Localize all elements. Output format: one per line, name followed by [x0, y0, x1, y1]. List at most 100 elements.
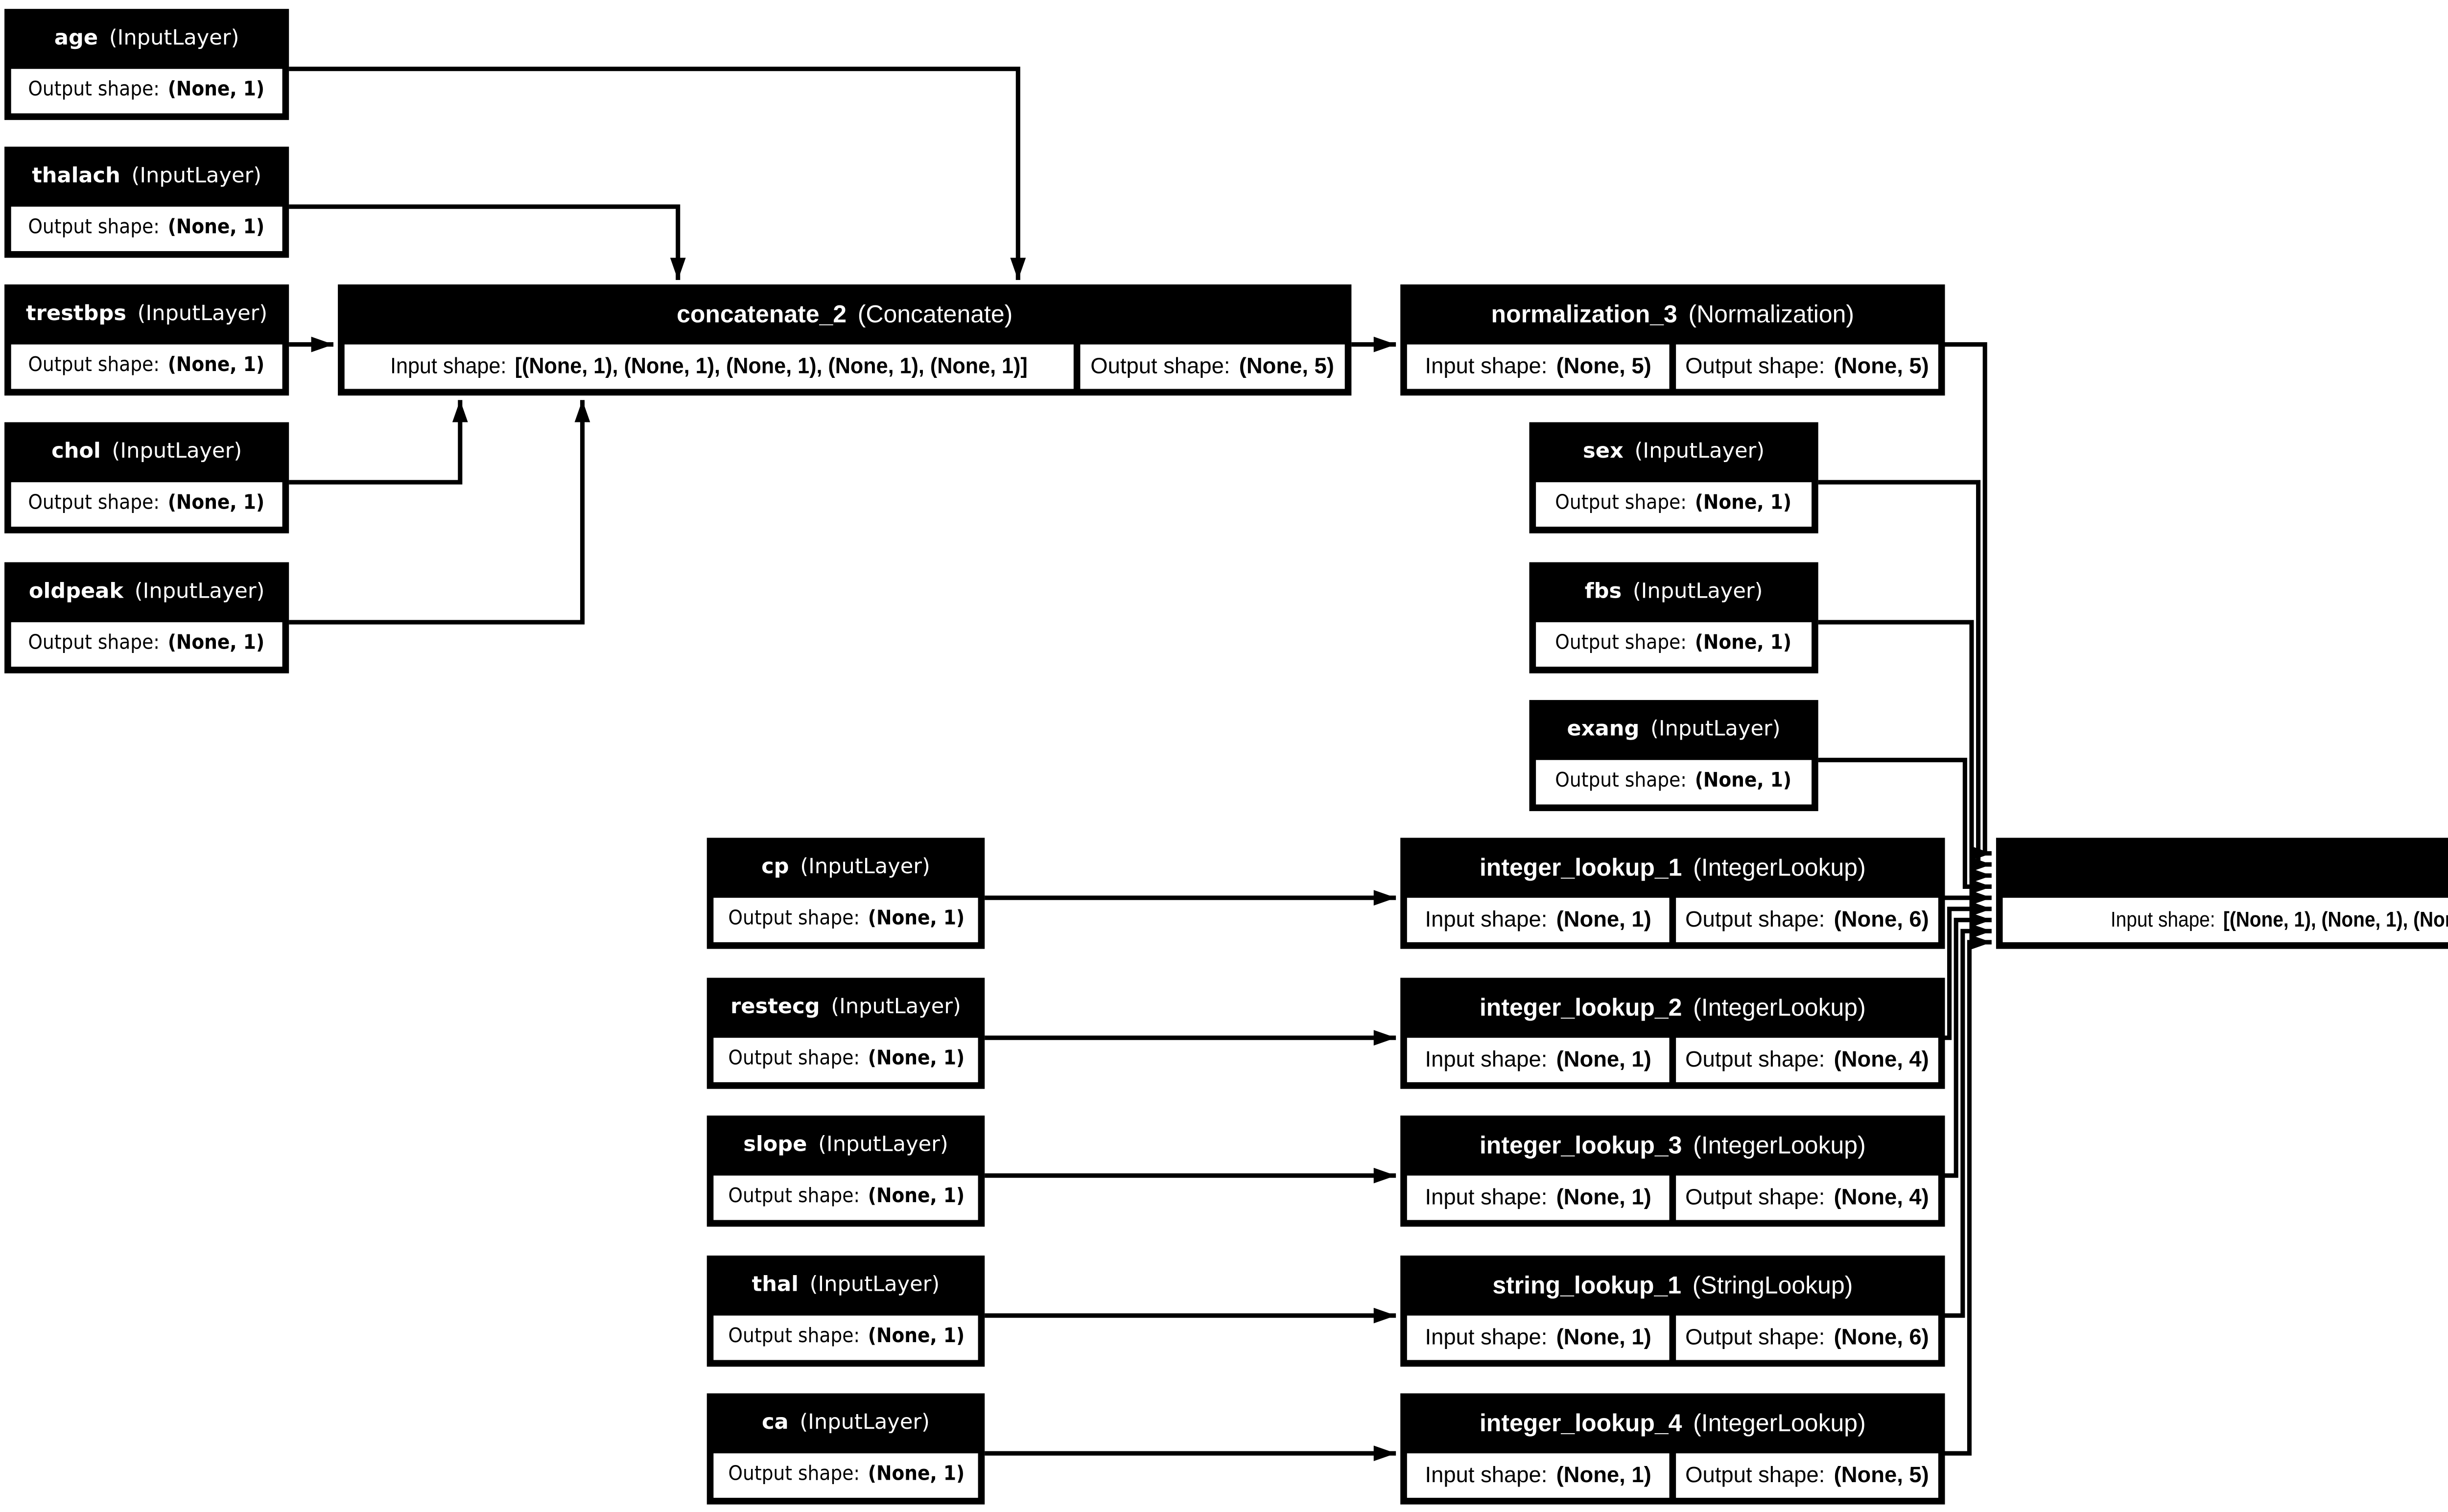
input-shape-label: Input shape:	[1425, 1186, 1548, 1210]
output-shape-value: (None, 1)	[1695, 633, 1792, 656]
layer-name: integer_lookup_3	[1479, 1132, 1682, 1159]
layer-type: (InputLayer)	[1634, 440, 1765, 465]
output-shape-label: Output shape:	[1555, 633, 1687, 656]
layer-type: (IntegerLookup)	[1693, 994, 1866, 1022]
node-trestbps: trestbps(InputLayer) Output shape:(None,…	[4, 284, 289, 396]
input-shape-value: [(None, 1), (None, 1), (None, 1), (None,…	[515, 354, 1028, 379]
node-title: fbs (InputLayer)	[1530, 562, 1818, 623]
layer-name: concatenate_2	[677, 301, 847, 328]
edge-chol-concatenate_2	[289, 400, 468, 485]
edge-normalization_3-concatenate_3	[1945, 342, 1992, 861]
output-shape-label: Output shape:	[727, 1326, 859, 1349]
layer-type: (IntegerLookup)	[1693, 1410, 1866, 1437]
output-shape-cell: Output shape:(None, 1)	[11, 69, 282, 114]
output-shape-cell: Output shape:(None, 1)	[713, 1315, 978, 1360]
edge-exang-concatenate_3	[1818, 758, 1992, 895]
output-shape-label: Output shape:	[727, 1186, 859, 1209]
output-shape-label: Output shape:	[727, 908, 859, 931]
output-shape-cell: Output shape:(None, 1)	[713, 1175, 978, 1220]
layer-type: (InputLayer)	[1632, 580, 1763, 605]
output-shape-value: (None, 1)	[168, 217, 265, 240]
layer-type: (InputLayer)	[134, 580, 265, 605]
output-shape-label: Output shape:	[28, 217, 160, 240]
output-shape-value: (None, 5)	[1834, 1463, 1929, 1488]
input-shape-value: (None, 1)	[1556, 1463, 1651, 1488]
output-shape-label: Output shape:	[1685, 354, 1825, 379]
node-title: oldpeak (InputLayer)	[4, 562, 289, 623]
node-title: integer_lookup_3 (IntegerLookup)	[1400, 1116, 1945, 1176]
output-shape-value: (None, 1)	[168, 80, 265, 102]
output-shape-label: Output shape:	[1685, 1463, 1825, 1488]
input-shape-value: (None, 1)	[1556, 1186, 1651, 1210]
edge-thalach-concatenate_2	[289, 204, 686, 280]
output-shape-value: (None, 1)	[168, 355, 265, 378]
layer-type: (Normalization)	[1688, 301, 1855, 328]
output-shape-cell: Output shape:(None, 4)	[1676, 1038, 1938, 1082]
input-shape-value: (None, 1)	[1556, 907, 1651, 932]
output-shape-cell: Output shape:(None, 1)	[1536, 760, 1812, 805]
node-title: trestbps(InputLayer)	[4, 284, 289, 345]
output-shape-cell: Output shape: (None, 6)	[1676, 1315, 1938, 1360]
output-shape-cell: Output shape:(None, 5)	[1080, 344, 1345, 389]
node-concatenate_2: concatenate_2(Concatenate) Input shape:[…	[338, 284, 1352, 396]
input-shape-label: Input shape:	[1425, 907, 1548, 932]
input-shape-cell: Input shape:(None, 5)	[1407, 344, 1670, 389]
node-restecg: restecg(InputLayer) Output shape:(None, …	[706, 977, 985, 1089]
layer-name: chol	[51, 440, 101, 465]
node-title: integer_lookup_2(IntegerLookup)	[1400, 978, 1945, 1038]
layer-name: ca	[761, 1411, 789, 1436]
input-shape-cell: Input shape:(None, 1)	[1407, 1315, 1670, 1360]
output-shape-value: (None, 4)	[1834, 1047, 1929, 1072]
layer-name: trestbps	[26, 302, 126, 327]
input-shape-label: Input shape:	[2110, 907, 2215, 932]
output-shape-value: (None, 1)	[168, 633, 265, 656]
output-shape-value: (None, 5)	[1239, 354, 1334, 379]
edge-sex-concatenate_3	[1818, 480, 1992, 872]
layer-type: (IntegerLookup)	[1693, 854, 1866, 882]
output-shape-label: Output shape:	[1685, 1326, 1825, 1350]
node-title: cp(InputLayer)	[707, 838, 985, 898]
layer-name: thalach	[32, 164, 120, 189]
layer-type: (IntegerLookup)	[1693, 1132, 1866, 1159]
output-shape-label: Output shape:	[28, 493, 160, 516]
node-integer_lookup_3: integer_lookup_3 (IntegerLookup) Input sh…	[1400, 1116, 1945, 1227]
output-shape-cell: Output shape:(None, 5)	[1676, 344, 1938, 389]
input-shape-value: [(None, 1), (None, 1), (None, 1), (None,…	[2223, 907, 2448, 932]
layer-name: integer_lookup_4	[1479, 1410, 1682, 1437]
layer-type: (InputLayer)	[112, 440, 242, 465]
node-ca: ca(InputLayer) Output shape:(None, 1)	[706, 1393, 985, 1505]
node-chol: chol (InputLayer) Output shape: (None, 1)	[4, 422, 289, 534]
output-shape-cell: Output shape:(None, 1)	[11, 344, 282, 389]
node-exang: exang(InputLayer) Output shape:(None, 1)	[1529, 700, 1818, 812]
layer-type: (InputLayer)	[800, 1411, 930, 1436]
layer-name: thal	[752, 1273, 799, 1298]
node-title: integer_lookup_1(IntegerLookup)	[1400, 838, 1945, 898]
output-shape-label: Output shape:	[1555, 771, 1687, 793]
layer-name: fbs	[1584, 580, 1622, 605]
output-shape-cell: Output shape: (None, 5)	[1676, 1453, 1938, 1498]
output-shape-value: (None, 1)	[867, 908, 964, 931]
output-shape-cell: Output shape:(None, 6)	[1676, 898, 1938, 942]
layer-name: normalization_3	[1491, 301, 1677, 328]
output-shape-value: (None, 1)	[867, 1048, 964, 1071]
output-shape-cell: Output shape:(None, 1)	[11, 622, 282, 667]
layer-name: slope	[743, 1133, 807, 1158]
output-shape-value: (None, 6)	[1834, 1326, 1929, 1350]
output-shape-value: (None, 4)	[1834, 1186, 1929, 1210]
layer-name: oldpeak	[28, 580, 124, 605]
node-normalization_3: normalization_3 (Normalization) Input sha…	[1400, 284, 1945, 396]
edge-age-concatenate_2	[289, 67, 1026, 280]
layer-name: string_lookup_1	[1492, 1272, 1682, 1299]
input-shape-label: Input shape:	[1425, 1047, 1548, 1072]
output-shape-value: (None, 1)	[168, 493, 265, 516]
edge-fbs-concatenate_3	[1818, 620, 1992, 884]
node-thal: thal(InputLayer) Output shape:(None, 1)	[706, 1256, 985, 1367]
layer-type: (InputLayer)	[1650, 718, 1781, 743]
node-title: slope(InputLayer)	[707, 1116, 985, 1176]
input-shape-cell: Input shape: (None, 1)	[1407, 898, 1670, 942]
node-title: concatenate_3(Concatenate)	[1996, 838, 2448, 898]
input-shape-cell: Input shape:[(None, 1), (None, 1), (None…	[344, 344, 1073, 389]
node-cp: cp(InputLayer) Output shape: (None, 1)	[706, 837, 985, 949]
